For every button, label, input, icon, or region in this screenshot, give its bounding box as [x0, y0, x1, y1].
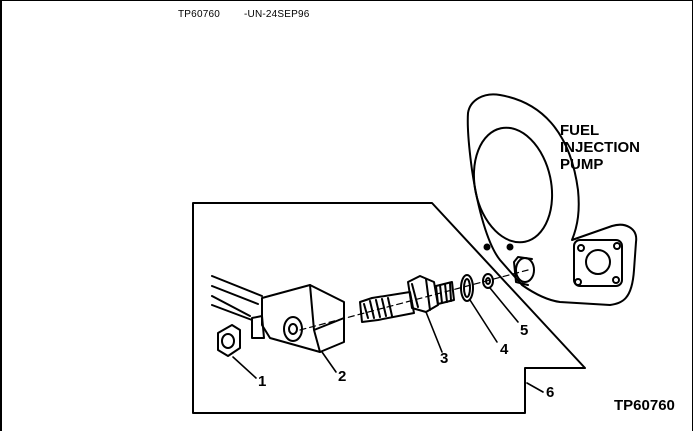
- flange-bolt-hole-3: [574, 278, 582, 286]
- pump-label-line3: PUMP: [560, 156, 604, 173]
- leader-6: [526, 382, 544, 393]
- pump-label: FUEL INJECTION PUMP: [560, 122, 640, 173]
- sensor-thread: [435, 281, 455, 305]
- flange-bolt-hole-4: [612, 276, 620, 284]
- leader-1: [232, 356, 257, 379]
- callout-2: 2: [338, 368, 347, 385]
- nut: [217, 324, 241, 357]
- flange-port: [585, 249, 611, 275]
- washer: [482, 273, 494, 289]
- flange-bolt-hole-1: [577, 244, 585, 252]
- callout-5: 5: [520, 322, 529, 339]
- pump-label-line1: FUEL: [560, 122, 600, 139]
- leader-2: [321, 351, 337, 373]
- flange-bolt-hole-2: [613, 242, 621, 250]
- sensor-body: [359, 291, 415, 323]
- pump-flange: [573, 239, 623, 287]
- header-date-stamp: -UN-24SEP96: [244, 9, 310, 20]
- leader-4: [469, 299, 498, 343]
- pump-housing-outline: [466, 93, 638, 306]
- leader-3: [425, 311, 443, 353]
- sensor-hex: [407, 275, 439, 313]
- o-ring: [460, 274, 474, 302]
- callout-6: 6: [546, 384, 555, 401]
- pump-label-line2: INJECTION: [560, 139, 641, 156]
- callout-4: 4: [500, 341, 509, 358]
- connector-block: [261, 284, 345, 353]
- pump-boss: [472, 126, 554, 244]
- callout-1: 1: [258, 373, 267, 390]
- connector-wires: [211, 275, 263, 321]
- callout-3: 3: [440, 350, 449, 367]
- header-figure-code: TP60760: [178, 9, 220, 20]
- pump-threaded-port: [515, 257, 535, 283]
- leader-5: [489, 287, 519, 323]
- detail-frame: [192, 202, 586, 414]
- figure-id: TP60760: [614, 397, 675, 414]
